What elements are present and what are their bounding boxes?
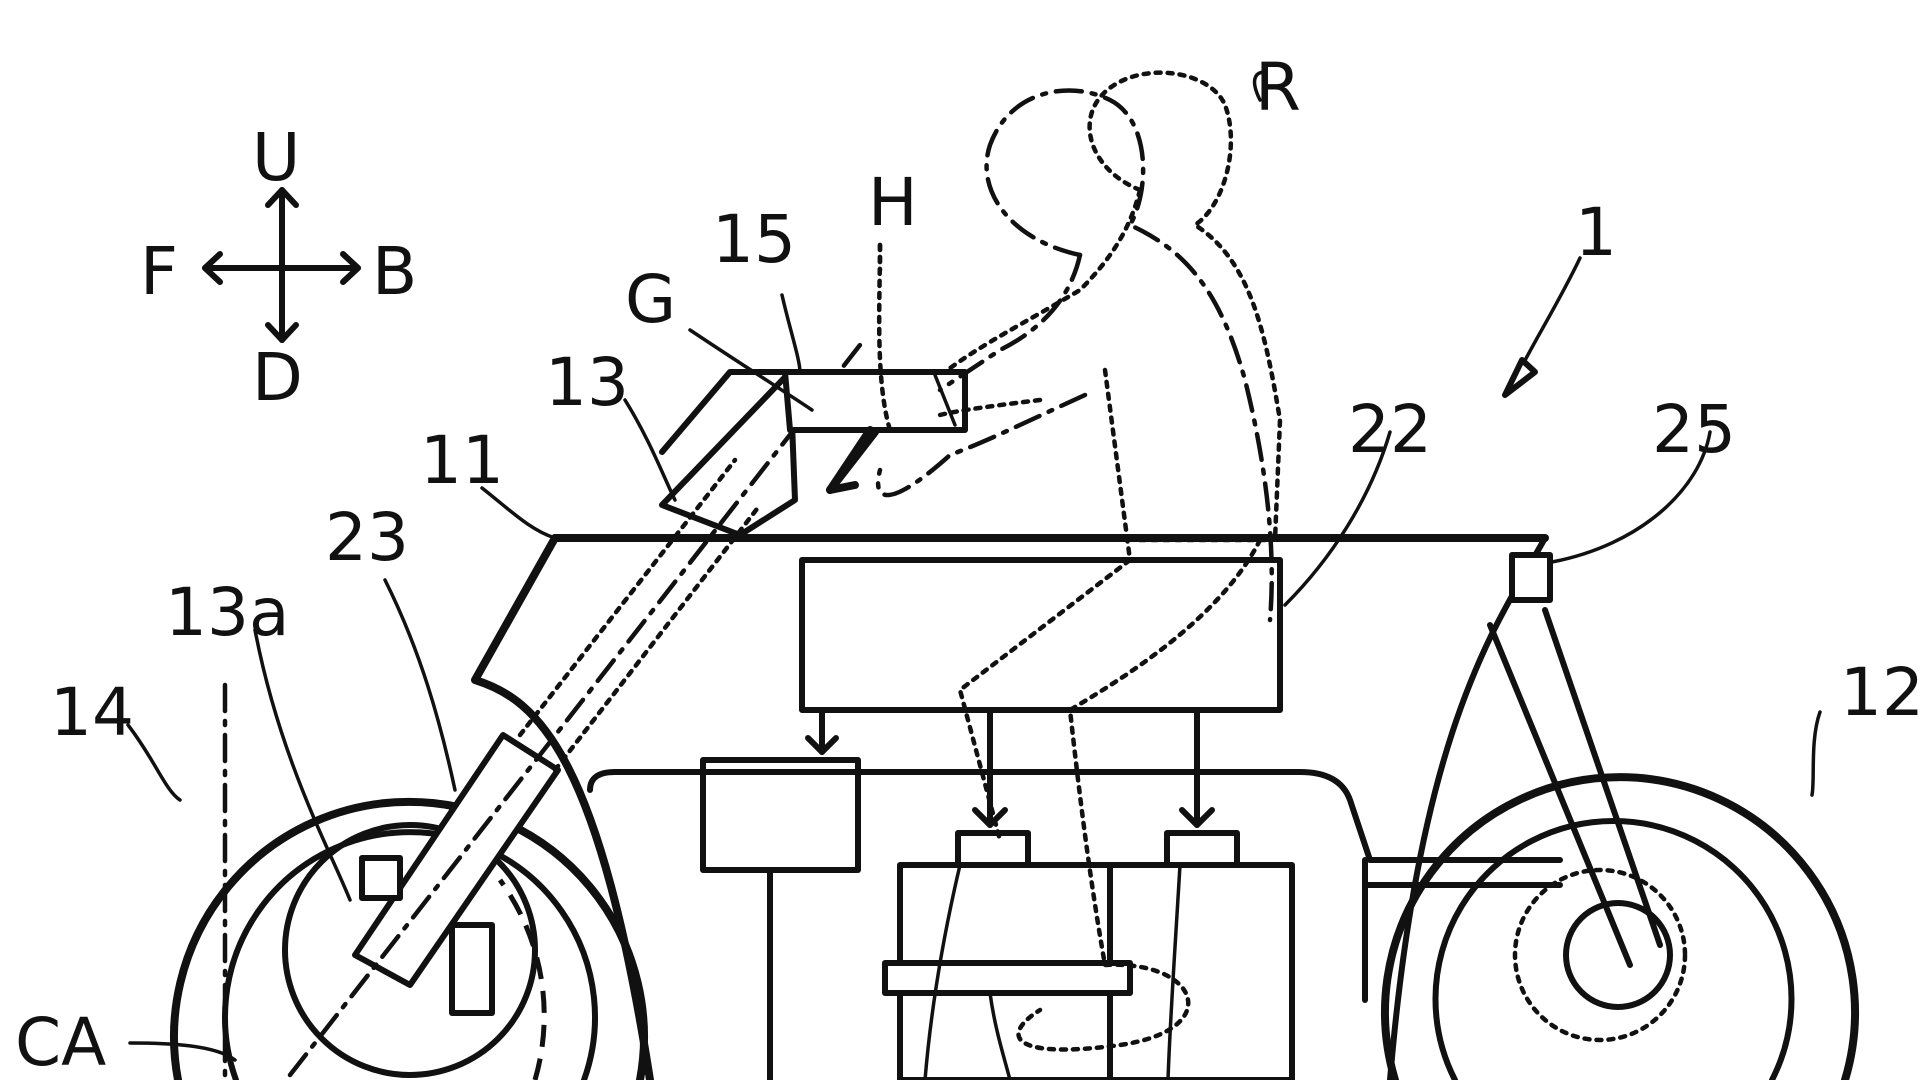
- label-component-25: 25: [1652, 391, 1736, 468]
- rear-wheel: [1381, 773, 1859, 1080]
- direction-compass: U D F B: [140, 119, 417, 416]
- rider-silhouette: [876, 70, 1283, 1052]
- frame-body: [471, 534, 1663, 1080]
- alternate-rider-silhouette: [875, 88, 1274, 623]
- label-frame: 11: [420, 422, 504, 499]
- component-25: [1509, 552, 1553, 603]
- label-vehicle: 1: [1575, 194, 1617, 271]
- control-unit-box: [799, 557, 1283, 828]
- label-down: D: [252, 339, 303, 416]
- label-hand: H: [868, 164, 918, 241]
- label-front-wheel: 14: [50, 674, 134, 751]
- leader-lines: [126, 70, 1822, 1062]
- handlebar: [782, 369, 968, 494]
- label-grip: G: [625, 261, 676, 338]
- front-wheel: [170, 797, 648, 1080]
- label-handlebar: 15: [712, 201, 796, 278]
- front-fork-assembly: [222, 342, 863, 1080]
- label-front: F: [140, 233, 178, 310]
- label-ca: CA: [15, 1004, 106, 1080]
- part-labels: R H G 1 15 13 11 22 25 23 13a 14 12 CA: [15, 49, 1920, 1080]
- label-control-unit: 22: [1348, 391, 1432, 468]
- label-steering: 13: [545, 344, 629, 421]
- label-component-23: 23: [325, 499, 409, 576]
- label-up: U: [252, 119, 300, 196]
- label-rear-wheel: 12: [1840, 654, 1920, 731]
- label-rider: R: [1255, 49, 1301, 126]
- label-back: B: [372, 233, 417, 310]
- power-components: [700, 757, 1295, 1080]
- label-steering-axis: 13a: [165, 574, 289, 651]
